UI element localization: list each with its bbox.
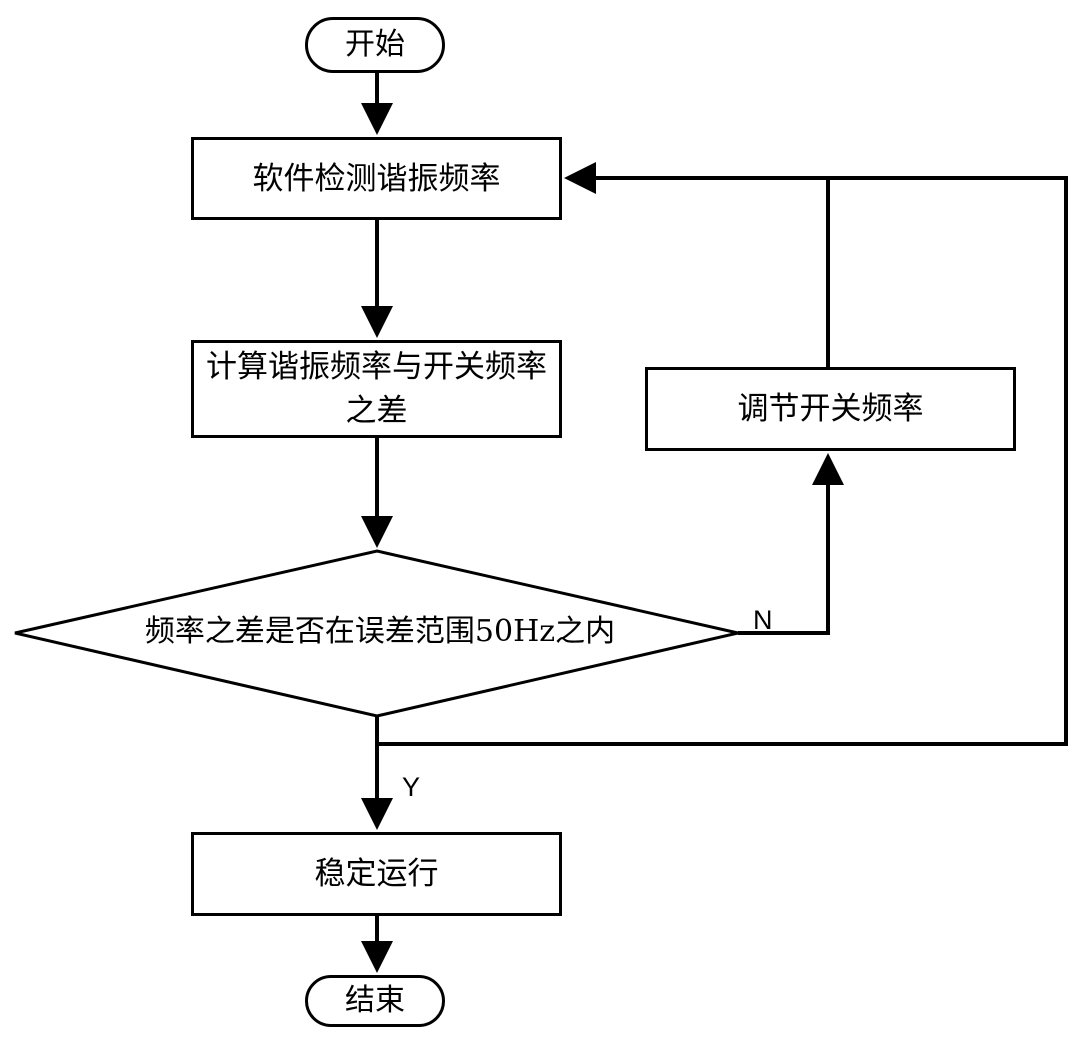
yes-branch-label: Y <box>402 772 421 802</box>
calculate-difference-label: 计算谐振频率与开关频率之差 <box>206 349 547 429</box>
stable-operation-step: 稳定运行 <box>191 832 562 916</box>
end-label: 结束 <box>345 983 405 1018</box>
no-branch-label: N <box>753 605 773 635</box>
start-label: 开始 <box>345 27 405 62</box>
line-yes-branch-feedback <box>377 176 1068 746</box>
detect-resonance-step: 软件检测谐振频率 <box>191 137 562 220</box>
adjust-switch-frequency-label: 调节开关频率 <box>737 391 924 427</box>
stable-operation-label: 稳定运行 <box>314 856 439 892</box>
calculate-difference-step: 计算谐振频率与开关频率之差 <box>191 340 562 438</box>
detect-resonance-label: 软件检测谐振频率 <box>252 160 501 197</box>
end-terminal: 结束 <box>305 975 445 1027</box>
arrow-adjust-to-detect <box>564 162 830 367</box>
start-terminal: 开始 <box>305 17 445 73</box>
arrow-no-to-adjust <box>738 453 844 635</box>
adjust-switch-frequency-step: 调节开关频率 <box>645 367 1016 451</box>
decision-label: 频率之差是否在误差范围50Hz之内 <box>144 614 616 649</box>
